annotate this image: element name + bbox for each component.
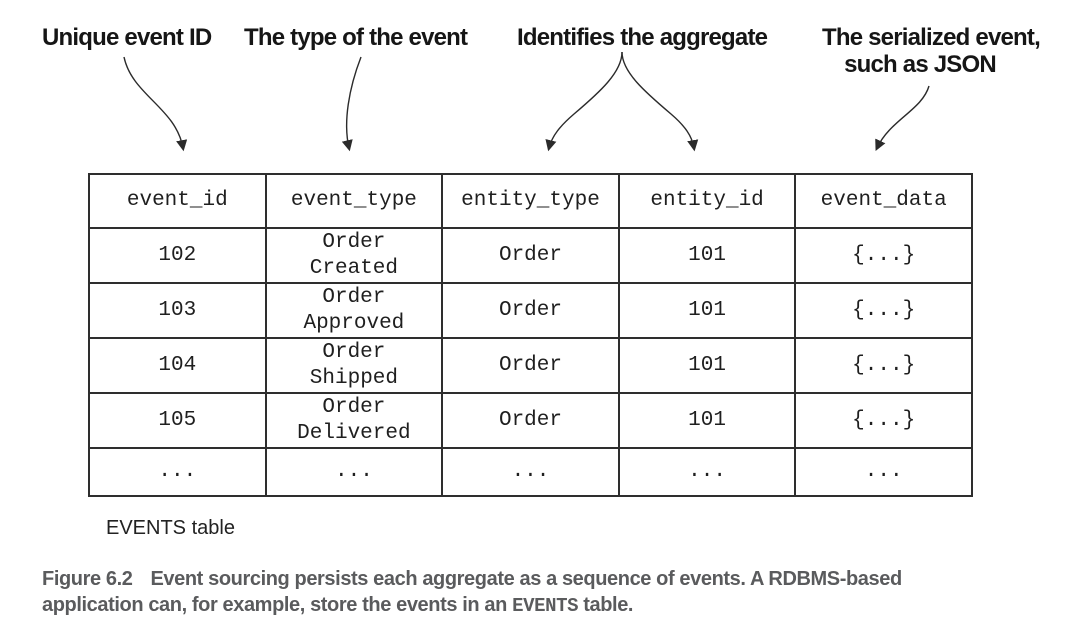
table-cell: 104 xyxy=(88,337,267,394)
table-cell: Order xyxy=(441,227,620,284)
table-cell: ... xyxy=(441,447,620,497)
table-cell: {...} xyxy=(794,227,973,284)
caption-line1: Event sourcing persists each aggregate a… xyxy=(150,568,902,590)
caption-line2-before-code: application can, for example, store the … xyxy=(42,594,513,616)
column-header-entity_id: entity_id xyxy=(617,173,797,229)
table-cell: Order Delivered xyxy=(264,392,444,449)
arrow-to-event-data-icon xyxy=(875,85,930,152)
callout-serialized-event: The serialized event, such as JSON xyxy=(822,24,1041,78)
column-header-entity_type: entity_type xyxy=(441,173,620,229)
table-cell: {...} xyxy=(794,392,973,449)
callout-unique-event-id: Unique event ID xyxy=(42,24,212,51)
table-cell: Order xyxy=(441,337,620,394)
table-cell: ... xyxy=(794,447,973,497)
caption-line2-after-code: table. xyxy=(578,594,634,616)
figure-caption: Figure 6.2 Event sourcing persists each a… xyxy=(42,566,1042,619)
table-cell: 103 xyxy=(88,282,267,339)
arrow-to-event-type-icon xyxy=(341,56,362,152)
events-table-label: EVENTS table xyxy=(106,517,235,539)
callout-type-of-event: The type of the event xyxy=(244,24,468,51)
table-cell: 101 xyxy=(617,227,797,284)
arrow-to-entity-type-icon xyxy=(545,51,623,152)
callout-arrows xyxy=(123,51,930,152)
arrow-to-entity-id-icon xyxy=(621,51,699,152)
table-cell: ... xyxy=(88,447,267,497)
caption-code-events: EVENTS xyxy=(512,595,579,617)
column-header-event_id: event_id xyxy=(88,173,267,229)
callout-serialized-event-line1: The serialized event, xyxy=(822,24,1041,51)
table-cell: Order Created xyxy=(264,227,444,284)
table-cell: Order Approved xyxy=(264,282,444,339)
table-row: ............... xyxy=(88,447,973,497)
table-cell: 105 xyxy=(88,392,267,449)
column-header-event_data: event_data xyxy=(794,173,973,229)
callout-identifies-aggregate: Identifies the aggregate xyxy=(517,24,768,51)
column-header-event_type: event_type xyxy=(264,173,444,229)
table-cell: 101 xyxy=(617,392,797,449)
table-cell: {...} xyxy=(794,282,973,339)
table-cell: 101 xyxy=(617,337,797,394)
table-cell: ... xyxy=(617,447,797,497)
table-cell: ... xyxy=(264,447,444,497)
arrow-to-event-id-icon xyxy=(123,56,188,152)
table-cell: 101 xyxy=(617,282,797,339)
table-cell: Order Shipped xyxy=(264,337,444,394)
table-cell: Order xyxy=(441,392,620,449)
table-cell: {...} xyxy=(794,337,973,394)
table-cell: 102 xyxy=(88,227,267,284)
callout-serialized-event-line2: such as JSON xyxy=(844,51,997,78)
table-cell: Order xyxy=(441,282,620,339)
figure-number: Figure 6.2 xyxy=(42,568,133,590)
